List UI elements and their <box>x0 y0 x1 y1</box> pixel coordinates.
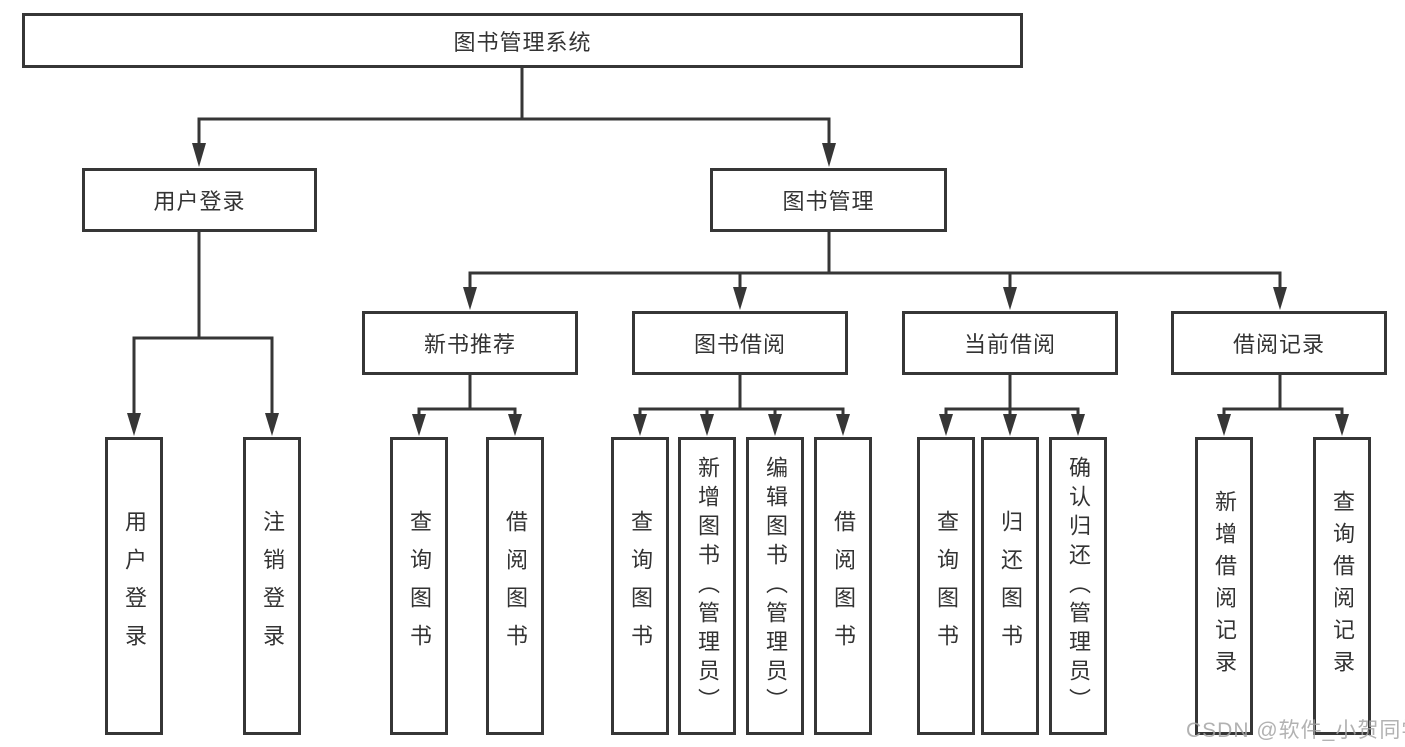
node-borrow-records: 借阅记录 <box>1171 311 1387 375</box>
leaf-query-borrow-record: 查询借阅记录 <box>1313 437 1371 735</box>
leaf-edit-books-admin: 编辑图书（管理员） <box>746 437 804 735</box>
leaf-add-borrow-record: 新增借阅记录 <box>1195 437 1253 735</box>
leaf-confirm-return-admin: 确认归还（管理员） <box>1049 437 1107 735</box>
leaf-query-books-recommend: 查询图书 <box>390 437 448 735</box>
node-new-book-recommend: 新书推荐 <box>362 311 578 375</box>
node-root-library-system: 图书管理系统 <box>22 13 1023 68</box>
leaf-query-books-borrow: 查询图书 <box>611 437 669 735</box>
csdn-watermark: CSDN @软件_小贺同学 <box>1186 719 1405 742</box>
leaf-logout: 注销登录 <box>243 437 301 735</box>
arrowhead-icons <box>127 143 1349 436</box>
node-book-borrow: 图书借阅 <box>632 311 848 375</box>
leaf-query-books-current: 查询图书 <box>917 437 975 735</box>
node-book-management: 图书管理 <box>710 168 947 232</box>
node-current-borrow: 当前借阅 <box>902 311 1118 375</box>
leaf-add-books-admin: 新增图书（管理员） <box>678 437 736 735</box>
leaf-borrow-books-recommend: 借阅图书 <box>486 437 544 735</box>
node-user-login: 用户登录 <box>82 168 317 232</box>
leaf-return-books: 归还图书 <box>981 437 1039 735</box>
leaf-borrow-books: 借阅图书 <box>814 437 872 735</box>
leaf-user-login: 用户登录 <box>105 437 163 735</box>
